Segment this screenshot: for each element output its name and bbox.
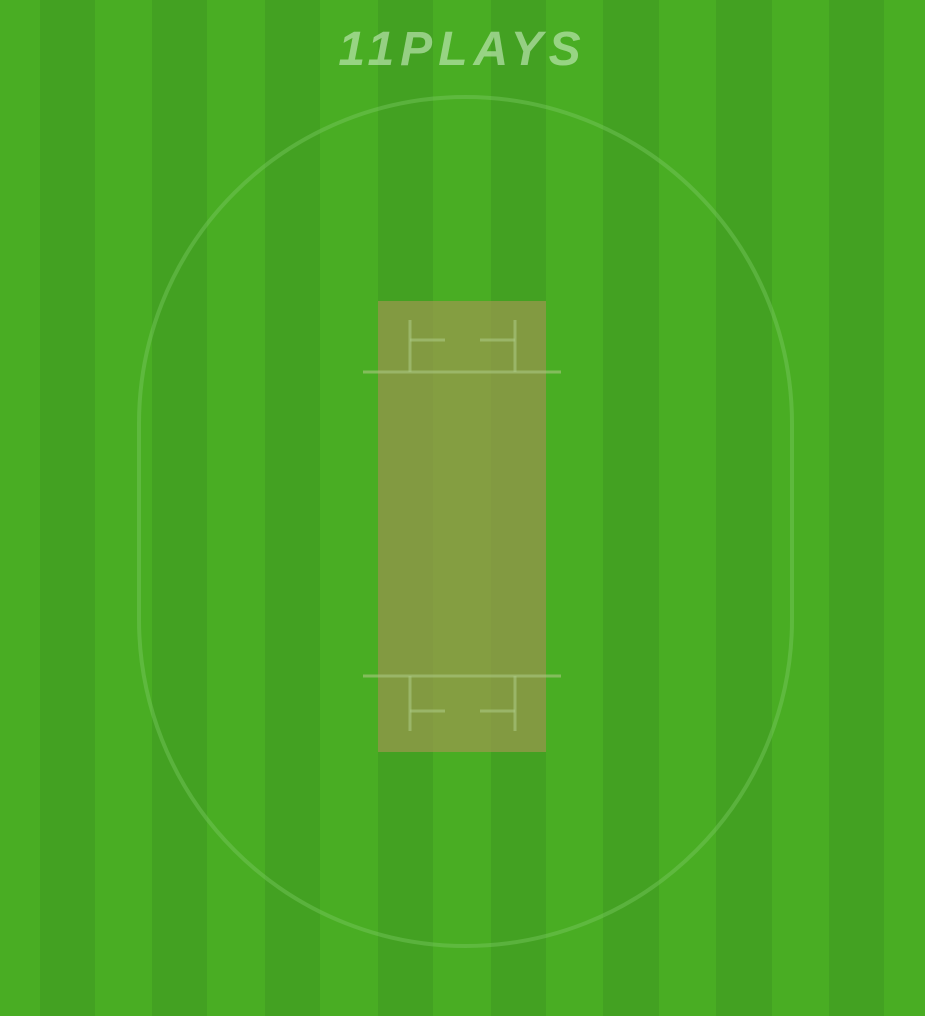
brand-logo: 11PLAYS xyxy=(338,23,587,76)
pitch xyxy=(378,301,546,752)
inner-circle-boundary xyxy=(137,95,794,948)
